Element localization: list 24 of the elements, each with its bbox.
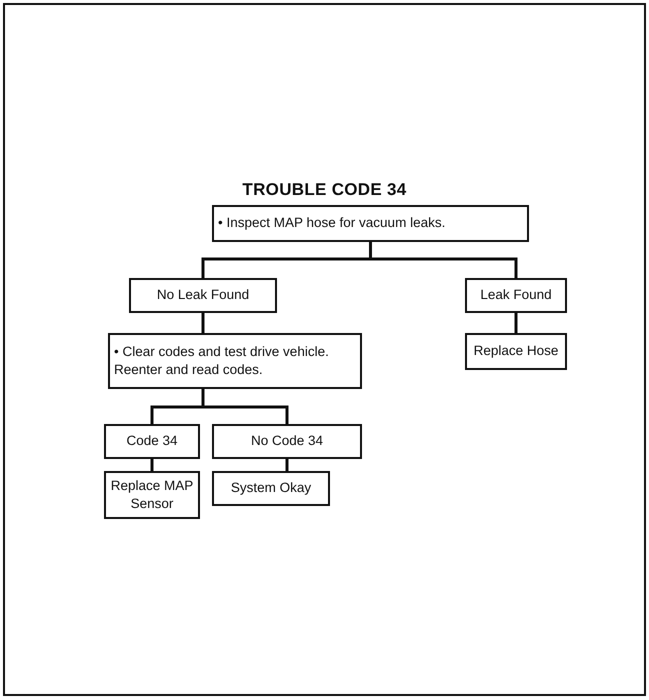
process-box — [129, 278, 277, 313]
box-text: No Leak Found — [156, 286, 250, 304]
box-text: • Inspect MAP hose for vacuum leaks. — [218, 214, 446, 232]
connector-line — [202, 313, 204, 333]
box-text: • Clear codes and test drive vehicle. Reenter and read codes. — [114, 342, 330, 379]
box-text: Code 34 — [126, 432, 178, 450]
box-text: No Code 34 — [250, 432, 324, 450]
process-box — [465, 333, 567, 370]
process-box — [465, 278, 567, 313]
process-box — [108, 333, 362, 389]
process-box — [104, 471, 200, 519]
connector-line — [150, 459, 154, 471]
process-box — [212, 424, 362, 459]
title: TROUBLE CODE 34 — [241, 180, 408, 200]
connector-line — [202, 389, 288, 424]
connector-line — [514, 313, 518, 333]
process-box — [212, 205, 529, 242]
box-text: Leak Found — [480, 286, 552, 304]
process-box — [212, 471, 330, 506]
box-text: Replace Hose — [474, 342, 558, 360]
process-box — [104, 424, 200, 459]
box-text: Replace MAP Sensor — [110, 476, 194, 513]
connector-line — [286, 459, 288, 471]
box-text: System Okay — [230, 479, 312, 498]
